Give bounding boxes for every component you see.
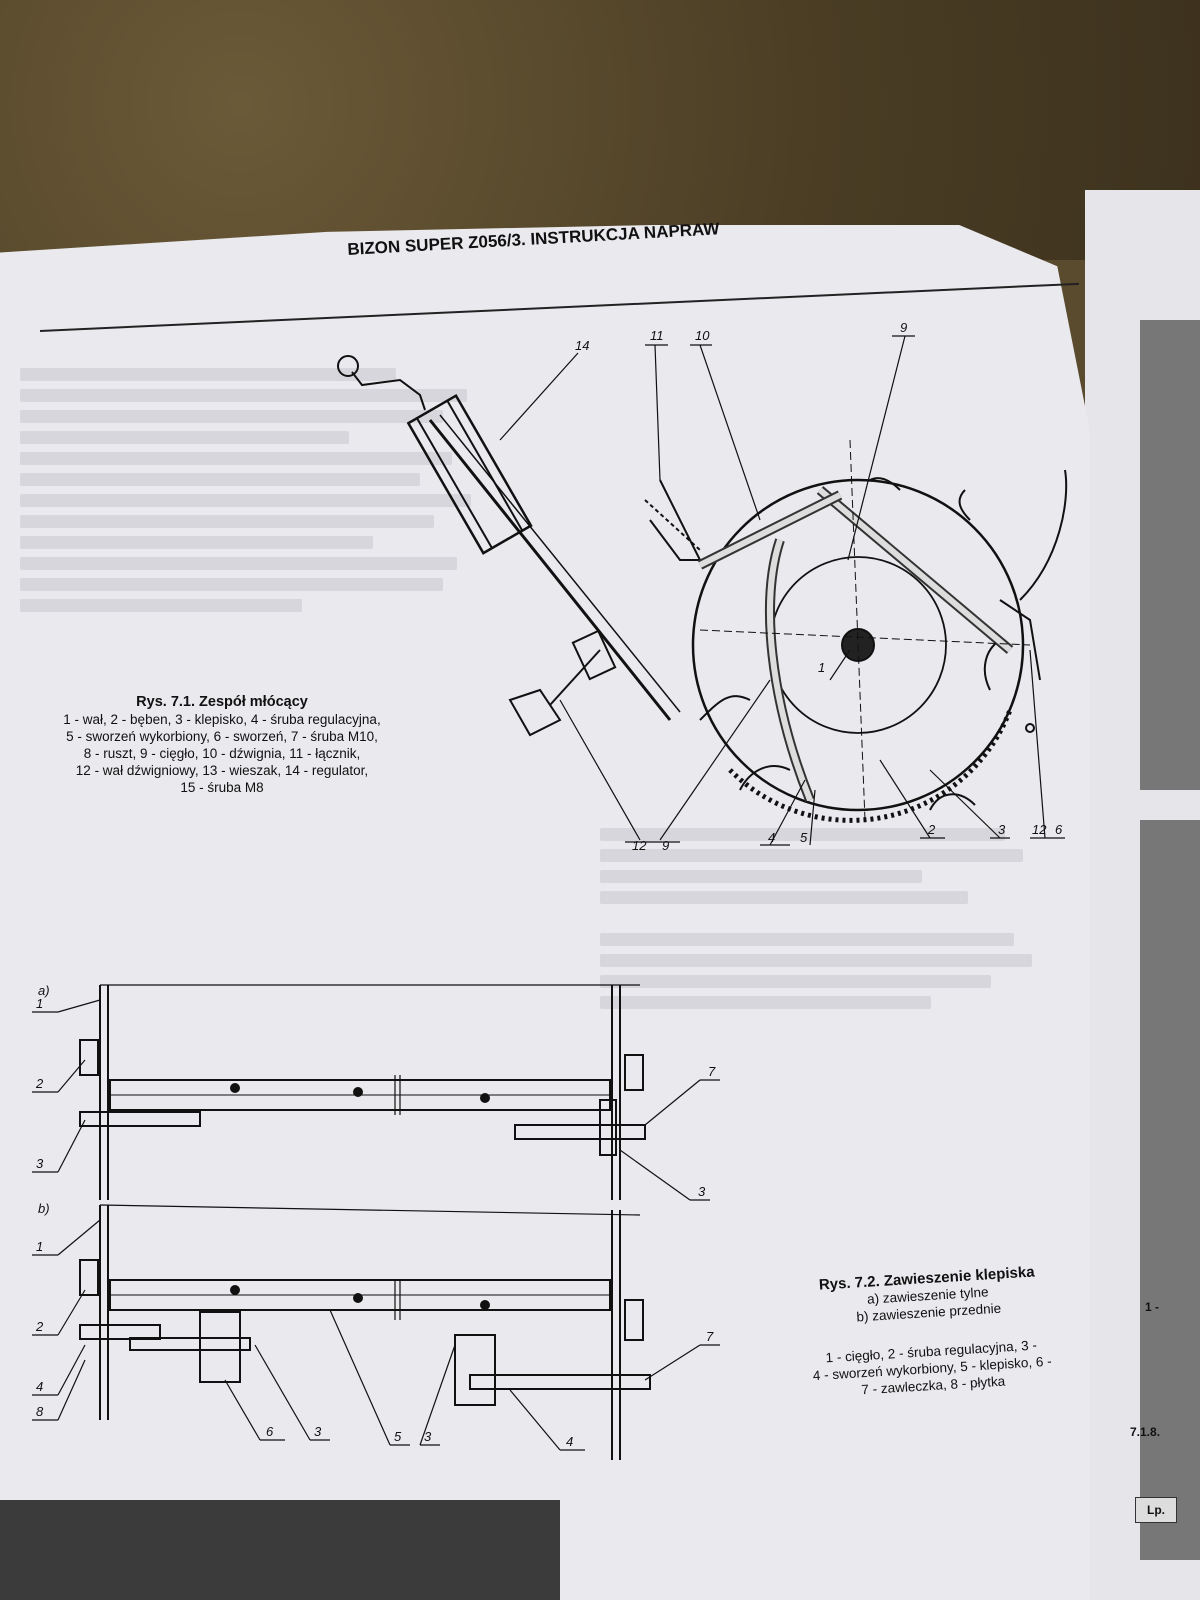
lever-block [571,629,617,681]
pin-right-b [469,1374,651,1390]
callout-a-7: 7 [708,1064,716,1079]
pin-right-a [514,1124,646,1140]
callout-b-8: 8 [36,1404,44,1419]
callout-b-2: 2 [35,1319,44,1334]
callout-a-3-right: 3 [698,1184,706,1199]
ghost-text-left [20,360,490,620]
callout-a-2: 2 [35,1076,44,1091]
bracket-b-left [199,1311,241,1383]
callout-2: 2 [927,822,936,837]
callout-14: 14 [575,338,589,353]
table-header-lp: Lp. [1135,1497,1177,1523]
pin-left-a [79,1111,201,1127]
part-a-label: a) [38,983,50,998]
right-hanger [999,599,1041,681]
callout-12-right: 12 [1032,822,1047,837]
callout-9-top: 9 [900,320,907,335]
figure-7-2a-drawing [32,984,720,1201]
callout-b-6: 6 [266,1424,274,1439]
callout-6: 6 [1055,822,1063,837]
callout-5: 5 [800,830,808,845]
right-page-fragment-1: 1 - [1145,1300,1160,1314]
regulator-body [406,394,533,555]
figure-7-1-legend-line: 15 - śruba M8 [180,780,264,795]
pin-left-b [79,1324,161,1340]
callout-11: 11 [650,328,664,343]
figure-7-1-legend-line: 8 - ruszt, 9 - cięgło, 10 - dźwignia, 11… [83,746,361,761]
callout-9-bottom: 9 [662,838,669,853]
bracket-b-right [454,1334,496,1406]
crank-arm [351,371,426,411]
callout-b-3-right: 3 [424,1429,432,1444]
figure-7-1-title: Rys. 7.1. Zespół młócący [136,694,308,710]
figure-7-1-legend-line: 5 - sworzeń wykorbiony, 6 - sworzeń, 7 -… [66,729,378,744]
regulator-rod [428,419,672,721]
figure-7-1-callouts: 14 11 10 9 1 12 9 4 5 2 3 12 6 [575,320,1063,853]
figure-7-1-caption: Rys. 7.1. Zespół młócący 1 - wał, 2 - bę… [22,694,422,796]
drum-beaters [699,477,1001,811]
drum-outer [691,478,1025,812]
callout-1: 1 [818,660,825,675]
right-page-photo-2 [1140,820,1200,1560]
callout-b-7: 7 [706,1329,714,1344]
callout-4: 4 [768,830,775,845]
callout-b-1: 1 [36,1239,43,1254]
figure-7-1-drawing [337,335,1068,846]
right-page [1085,190,1200,1600]
callout-b-4: 4 [36,1379,43,1394]
figure-7-2b-drawing [32,1204,720,1460]
callout-b-4-right: 4 [566,1434,573,1449]
right-page-photo-1 [1140,320,1200,790]
figure-7-2-callouts: a) b) 1 2 3 7 3 1 2 4 8 6 3 5 3 4 7 [35,983,716,1449]
bottom-shadow [0,1500,560,1600]
callout-10: 10 [695,328,710,343]
part-b-label: b) [38,1201,50,1216]
background-ground [0,0,1200,260]
callout-b-5: 5 [394,1429,402,1444]
bracket-base [508,688,562,737]
ghost-text-right [600,820,1060,1017]
frame-wedge [649,479,702,561]
crank-knob [337,355,359,377]
figure-7-1-legend-line: 1 - wał, 2 - bęben, 3 - klepisko, 4 - śr… [63,712,381,727]
callout-12-bottom: 12 [632,838,647,853]
callout-a-3: 3 [36,1156,44,1171]
callout-b-3-left: 3 [314,1424,322,1439]
concave-arc [728,709,1013,823]
callout-a-1: 1 [36,996,43,1011]
callout-3: 3 [998,822,1006,837]
figure-7-2-caption: Rys. 7.2. Zawieszenie klepiska a) zawies… [757,1260,1104,1405]
right-page-fragment-2: 7.1.8. [1130,1425,1161,1439]
figure-7-1-legend-line: 12 - wał dźwigniowy, 13 - wieszak, 14 - … [75,763,369,778]
